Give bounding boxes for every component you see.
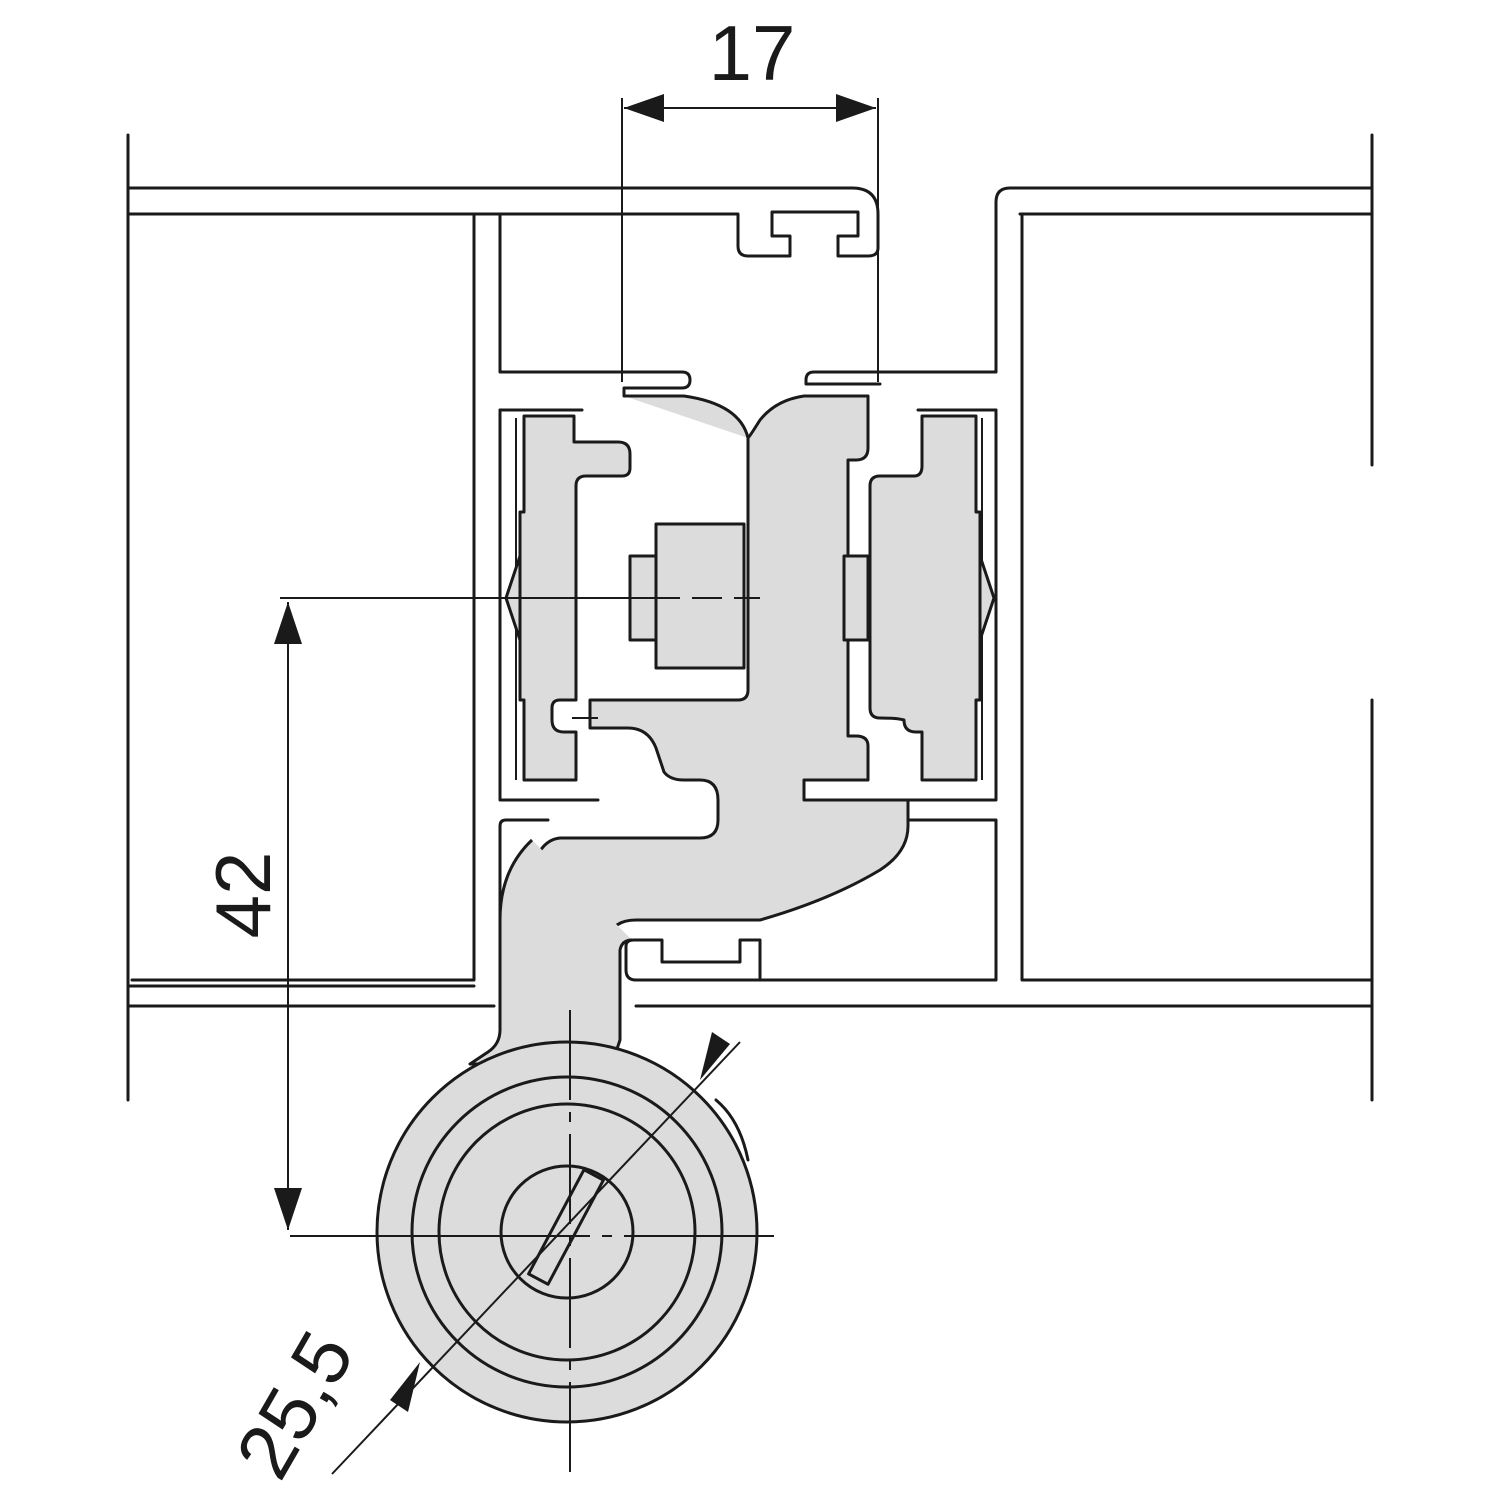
dimension-width: 17	[621, 9, 879, 382]
cam-arm	[468, 838, 633, 1066]
center-lines	[280, 597, 795, 1480]
dimension-height-label: 42	[199, 852, 287, 939]
right-hinge-body	[868, 414, 982, 782]
dimension-diameter-label: 25,5	[219, 1317, 371, 1492]
dimension-height: 42	[199, 602, 302, 1230]
dimension-width-label: 17	[709, 9, 796, 97]
